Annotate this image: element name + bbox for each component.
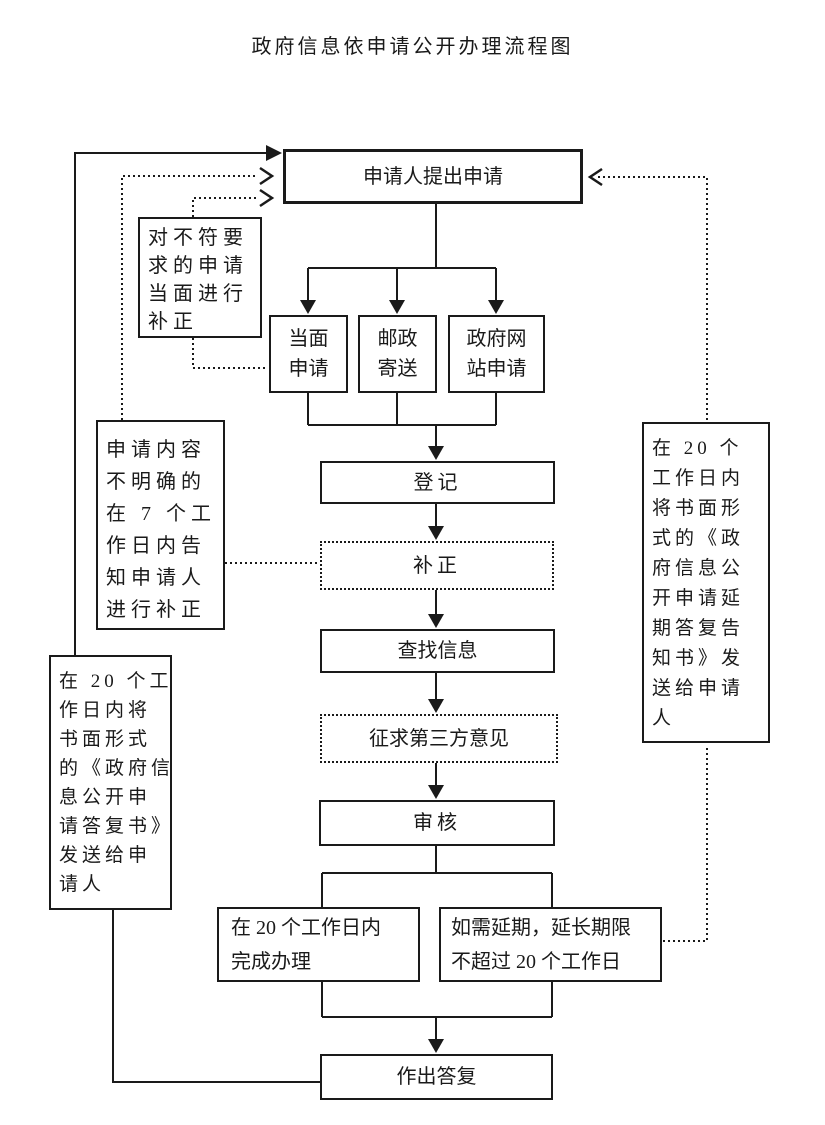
page-title: 政府信息依申请公开办理流程图 [251, 36, 574, 58]
connector-extend-to-extendletter [663, 745, 708, 942]
arrowhead-into-mail [389, 300, 405, 314]
arrowhead-into-apply [266, 145, 282, 161]
node-register: 登记 [320, 461, 555, 504]
node-review: 审核 [319, 800, 555, 846]
arrowhead-into-register [428, 446, 444, 460]
arrowhead-into-inperson [300, 300, 316, 314]
node-search-information: 查找信息 [320, 629, 555, 673]
arrowhead-into-search [428, 614, 444, 628]
note-extension-letter: 在 20 个 工作日内 将书面形 式的《政 府信息公 开申请延 期答复告 知书》… [642, 422, 770, 743]
arrowhead-into-correction [428, 526, 444, 540]
node-extension-limit: 如需延期，延长期限 不超过 20 个工作日 [439, 907, 662, 982]
arrowhead-into-thirdparty [428, 699, 444, 713]
connector-onsitefix-to-apply [192, 197, 258, 217]
connector-review-to-branches [321, 846, 553, 907]
note-onsite-correction: 对不符要 求的申请 当面进行 补正 [138, 217, 262, 338]
chevron-arrow-unclear-to-apply [259, 166, 275, 186]
node-thirdparty-opinion: 征求第三方意见 [320, 714, 558, 763]
connector-unclear-to-apply [121, 175, 258, 420]
connector-replyletter-to-apply [74, 152, 266, 655]
node-correction: 补正 [320, 541, 554, 590]
arrowhead-into-website [488, 300, 504, 314]
connector-branches-to-reply [321, 982, 553, 1041]
connector-channels-to-register [307, 393, 497, 448]
chevron-arrow-onsitefix-to-apply [259, 188, 275, 208]
node-website-application: 政府网 站申请 [448, 315, 545, 393]
node-make-reply: 作出答复 [320, 1054, 553, 1100]
node-postal-mail: 邮政 寄送 [358, 315, 437, 393]
connector-inperson-to-onsitefix [192, 338, 267, 369]
connector-extendletter-to-apply [596, 176, 708, 420]
node-apply: 申请人提出申请 [283, 149, 583, 204]
connector-apply-to-channels [307, 204, 497, 302]
connector-reply-to-replyletter [112, 910, 320, 1083]
note-reply-letter: 在 20 个工 作日内将 书面形式 的《政府信 息公开申 请答复书》 发送给申 … [49, 655, 172, 910]
node-complete-within-20-days: 在 20 个工作日内 完成办理 [217, 907, 420, 982]
chevron-arrow-extendletter-to-apply [587, 167, 603, 187]
note-unclear-application: 申请内容 不明确的 在 7 个工 作日内告 知申请人 进行补正 [96, 420, 225, 630]
node-inperson-application: 当面 申请 [269, 315, 348, 393]
arrowhead-into-review [428, 785, 444, 799]
arrowhead-into-reply [428, 1039, 444, 1053]
